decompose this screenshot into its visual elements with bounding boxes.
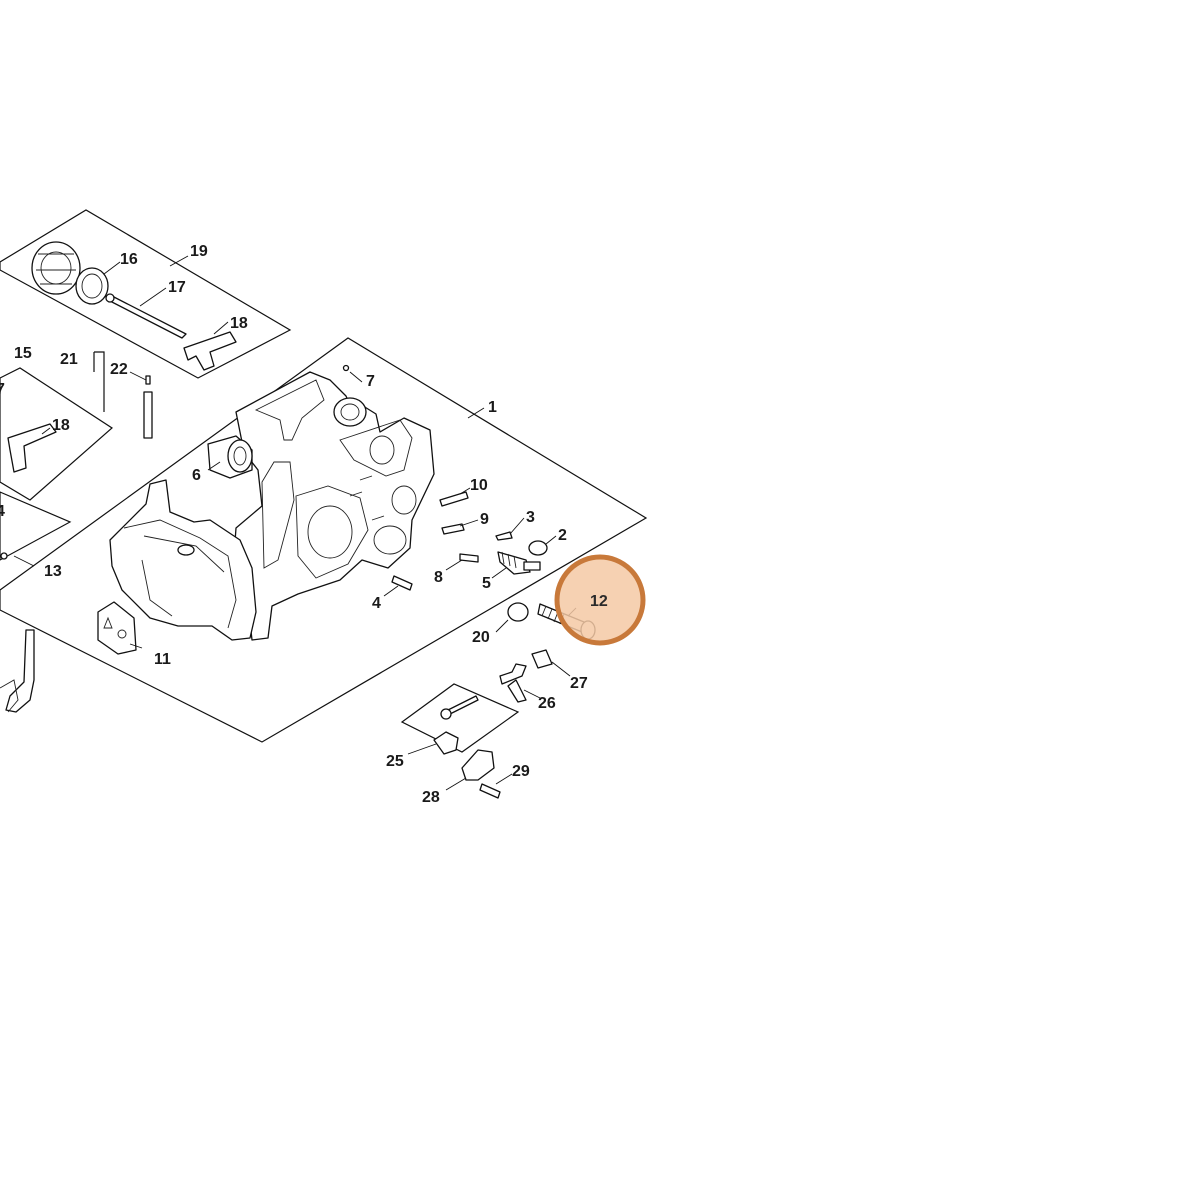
callout-labels: 19 16 17 18 15 21 22 7 18 4 13 7 1 6 10 … [0, 243, 608, 806]
label-6: 6 [192, 467, 201, 484]
cap-part-2 [528, 540, 548, 556]
label-7: 7 [366, 373, 375, 390]
pin-part-22 [143, 375, 153, 439]
bracket-21-22 [93, 351, 105, 412]
adjuster-part-25 [433, 695, 479, 755]
label-4-left: 4 [0, 503, 5, 520]
label-12[interactable]: 12 [590, 593, 608, 610]
lever-part-18b [7, 423, 57, 473]
label-18a: 18 [230, 315, 248, 332]
pin-part-3 [495, 531, 513, 541]
label-19: 19 [190, 243, 208, 260]
fuel-tank-housing [109, 479, 257, 641]
label-10: 10 [470, 477, 488, 494]
label-8: 8 [434, 569, 443, 586]
screw-part-10 [439, 491, 469, 507]
washer-part-16 [75, 267, 109, 305]
kit-frame-main [0, 337, 648, 743]
label-29: 29 [512, 763, 530, 780]
spring-screw-part-5 [497, 551, 541, 575]
label-18b: 18 [52, 417, 70, 434]
small-part-13 [0, 552, 8, 560]
warning-label-11 [97, 601, 137, 655]
kit-frame-15 [0, 367, 113, 501]
rod-part-17 [105, 293, 187, 339]
label-4: 4 [372, 595, 381, 612]
label-7-left: 7 [0, 381, 5, 398]
label-27: 27 [570, 675, 588, 692]
label-25: 25 [386, 753, 404, 770]
tensioner-part-28 [461, 749, 495, 781]
screw-part-4 [391, 575, 413, 591]
kit-frame-19 [0, 209, 292, 379]
pin-part-7 [342, 364, 350, 372]
screw-part-9 [441, 523, 465, 535]
label-28: 28 [422, 789, 440, 806]
label-3: 3 [526, 509, 535, 526]
kit-frame-13 [0, 491, 72, 561]
label-26: 26 [538, 695, 556, 712]
screw-part-29 [479, 783, 501, 799]
label-22: 22 [110, 361, 128, 378]
crankcase-part-1 [231, 371, 435, 641]
label-21: 21 [60, 351, 78, 368]
label-17: 17 [168, 279, 186, 296]
label-15: 15 [14, 345, 32, 362]
sprocket-drum-part [31, 241, 81, 295]
kit-frame-25 [400, 683, 520, 753]
screw-part-8 [459, 553, 479, 563]
label-2: 2 [558, 527, 567, 544]
plug-part-20 [507, 602, 529, 622]
block-part-27 [531, 649, 553, 669]
label-13: 13 [44, 563, 62, 580]
label-11: 11 [154, 651, 171, 668]
label-20: 20 [472, 629, 490, 646]
label-5: 5 [482, 575, 491, 592]
lever-part-18a [183, 331, 237, 371]
hose-part [0, 629, 35, 713]
label-9: 9 [480, 511, 489, 528]
highlight-circle[interactable] [554, 554, 646, 646]
bush-part-6 [207, 435, 253, 479]
bracket-part-26 [499, 663, 527, 703]
label-16: 16 [120, 251, 138, 268]
leader-lines [13, 255, 577, 791]
label-1: 1 [488, 399, 497, 416]
